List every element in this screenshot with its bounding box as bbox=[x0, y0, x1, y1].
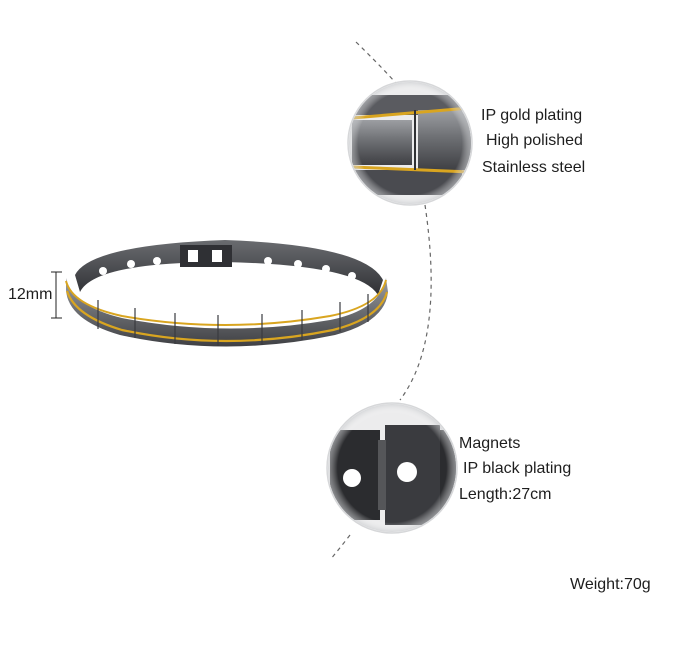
width-label: 12mm bbox=[8, 286, 53, 303]
magnet-holes bbox=[99, 257, 356, 280]
weight-label: Weight:70g bbox=[570, 576, 651, 593]
feature-gold-plating: IP gold plating bbox=[481, 107, 583, 124]
zoom-circle-bottom bbox=[326, 402, 458, 534]
feature-high-polished: High polished bbox=[486, 132, 583, 149]
feature-black-plating: IP black plating bbox=[463, 460, 572, 477]
feature-length: Length:27cm bbox=[459, 486, 552, 503]
bracelet bbox=[65, 240, 389, 347]
feature-magnets: Magnets bbox=[459, 435, 521, 452]
clasp bbox=[180, 245, 232, 267]
width-measure-bracket bbox=[51, 271, 62, 319]
zoom-circle-top bbox=[347, 80, 473, 206]
feature-stainless-steel: Stainless steel bbox=[482, 159, 586, 176]
